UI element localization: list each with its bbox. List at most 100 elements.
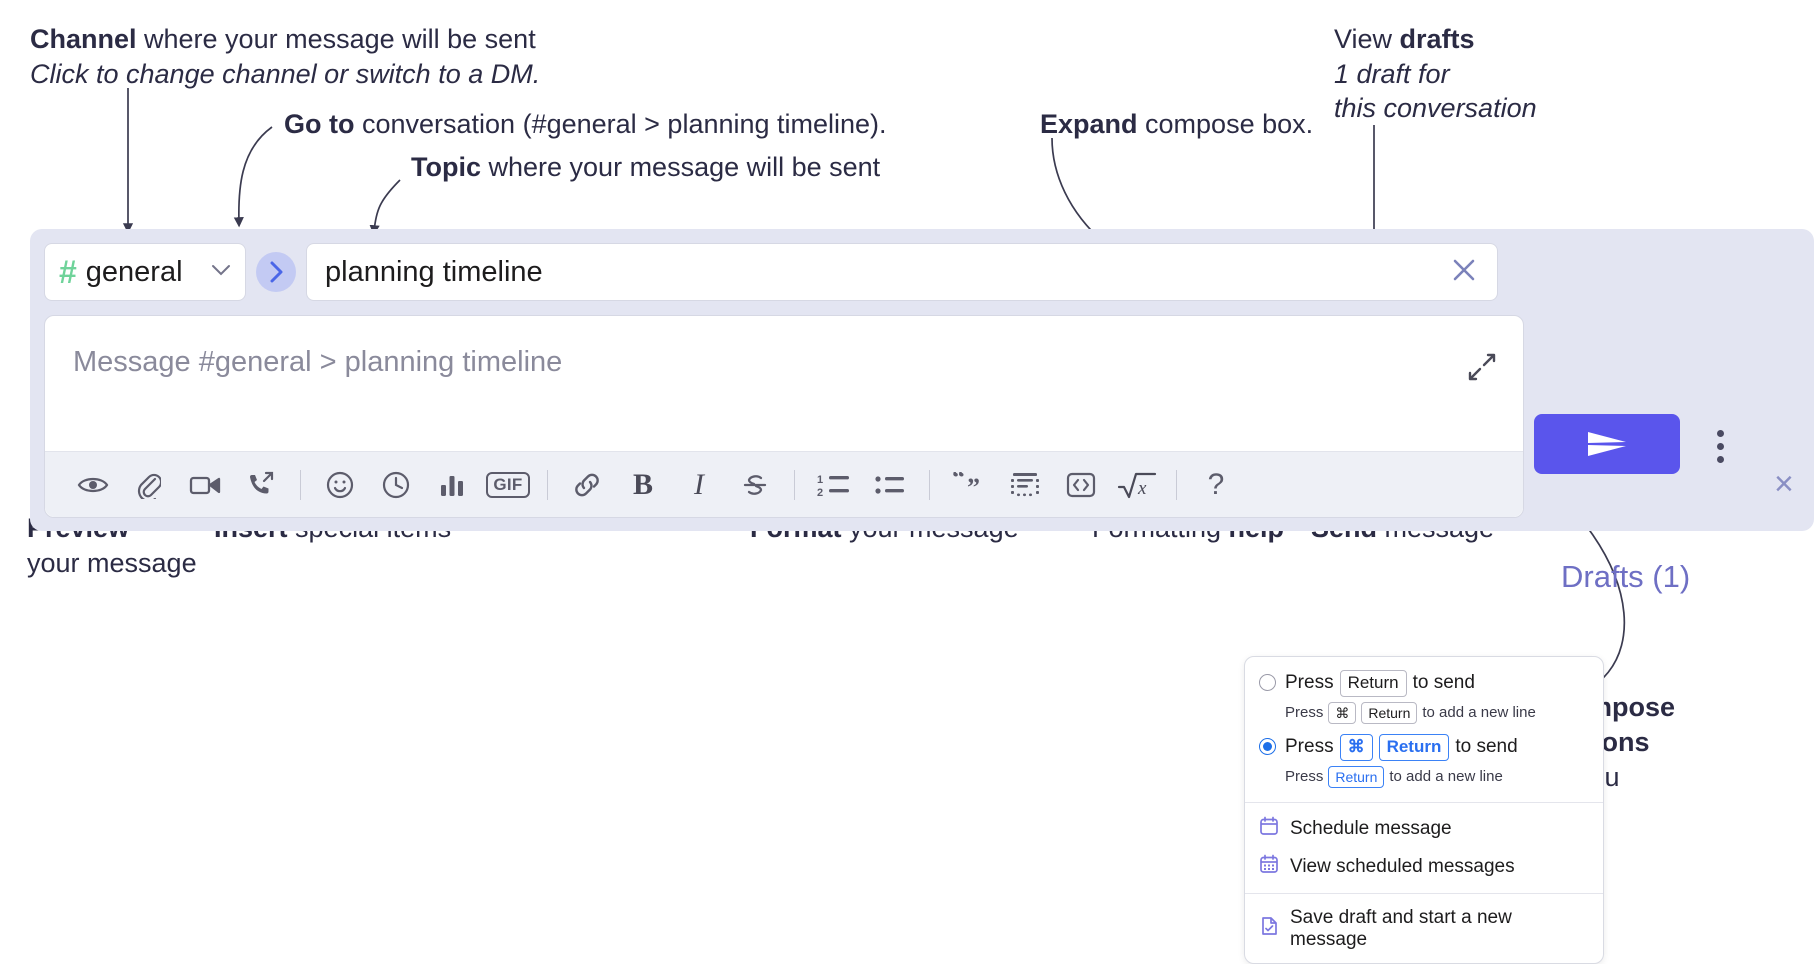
drafts-link[interactable]: Drafts (1): [1561, 559, 1691, 594]
annotation-expand-bold: Expand: [1040, 109, 1138, 139]
menu-option-cmd-return-to-send[interactable]: Press ⌘ Return to send: [1245, 731, 1603, 764]
divider-1: [300, 469, 301, 500]
link-icon[interactable]: [559, 463, 615, 507]
menu-item-label: View scheduled messages: [1290, 855, 1515, 877]
message-placeholder: Message #general > planning timeline: [73, 346, 563, 378]
gif-icon[interactable]: GIF: [480, 463, 536, 507]
italic-icon[interactable]: I: [694, 467, 704, 501]
menu-option-2-line: Press ⌘ Return to send: [1285, 733, 1518, 761]
annotation-preview-rest: your message: [27, 547, 197, 578]
divider-5: [1176, 469, 1177, 500]
chevron-down-icon: [211, 261, 231, 283]
message-input-box[interactable]: Message #general > planning timeline: [44, 315, 1524, 518]
annotation-drafts-sub-1: 1 draft for: [1334, 58, 1450, 89]
preview-icon[interactable]: [65, 463, 121, 507]
ordered-list-icon[interactable]: 1 2: [806, 463, 862, 507]
annotation-channel-rest: where your message will be sent: [136, 24, 536, 54]
option-2-sub-post: to add a new line: [1389, 768, 1503, 786]
menu-item-schedule-message[interactable]: Schedule message: [1245, 810, 1603, 848]
save-draft-icon: [1259, 916, 1279, 942]
annotation-topic-rest: where your message will be sent: [481, 152, 881, 182]
annotation-topic-bold: Topic: [411, 152, 481, 182]
compose-inner: # general planning timeline Message #gen…: [44, 243, 1524, 518]
option-2-pre: Press: [1285, 736, 1334, 758]
svg-text:1: 1: [817, 474, 823, 486]
attachment-icon[interactable]: [121, 463, 177, 507]
menu-option-return-to-send[interactable]: Press Return to send: [1245, 667, 1603, 700]
divider-4: [929, 469, 930, 500]
menu-option-2-sub: Press Return to add a new line: [1245, 764, 1603, 795]
menu-option-1-line: Press Return to send: [1285, 670, 1475, 697]
close-icon[interactable]: [1449, 255, 1479, 290]
option-1-sub-post: to add a new line: [1422, 704, 1536, 722]
annotation-goto: Go to conversation (#general > planning …: [284, 107, 887, 142]
annotation-goto-rest: conversation (#general > planning timeli…: [354, 109, 887, 139]
option-1-post: to send: [1412, 672, 1475, 694]
topic-value: planning timeline: [325, 255, 543, 288]
call-icon[interactable]: [233, 463, 289, 507]
panel-close-icon[interactable]: ×: [1774, 465, 1794, 503]
svg-text:”: ”: [967, 473, 980, 498]
menu-item-label: Schedule message: [1290, 817, 1452, 839]
emoji-icon[interactable]: [312, 463, 368, 507]
option-1-sub-pre: Press: [1285, 704, 1324, 722]
math-icon[interactable]: x: [1109, 463, 1165, 507]
send-button[interactable]: [1534, 414, 1680, 474]
topic-input[interactable]: planning timeline: [306, 243, 1498, 301]
annotation-drafts-sub-2: this conversation: [1334, 93, 1537, 124]
help-icon[interactable]: ?: [1207, 467, 1225, 501]
menu-option-1-sub: Press ⌘ Return to add a new line: [1245, 700, 1603, 731]
code-block-icon[interactable]: [997, 463, 1053, 507]
goto-conversation-button[interactable]: [256, 252, 296, 292]
key-return: Return: [1339, 670, 1407, 697]
compose-panel: × Drafts (1) # general planning timeline: [30, 229, 1814, 594]
key-return-2: Return: [1378, 733, 1450, 761]
menu-item-save-draft[interactable]: Save draft and start a new message: [1245, 901, 1603, 963]
divider-3: [794, 469, 795, 500]
svg-text:x: x: [1137, 478, 1147, 499]
channel-selector[interactable]: # general: [44, 243, 246, 301]
compose-options-button[interactable]: [1705, 425, 1735, 467]
svg-text:2: 2: [817, 487, 823, 498]
strikethrough-icon[interactable]: [727, 463, 783, 507]
divider-2: [547, 469, 548, 500]
compose-header-row: # general planning timeline: [44, 243, 1498, 301]
video-icon[interactable]: [177, 463, 233, 507]
kebab-dot-3: [1716, 455, 1724, 463]
svg-text:“: “: [952, 472, 965, 492]
annotation-channel: Channel where your message will be sent …: [30, 22, 540, 91]
menu-divider-1: [1245, 801, 1603, 803]
inline-code-icon[interactable]: [1053, 463, 1109, 507]
poll-icon[interactable]: [424, 463, 480, 507]
hash-icon: #: [59, 254, 77, 290]
annotation-drafts: View drafts 1 draft for this conversatio…: [1334, 22, 1537, 126]
gif-label: GIF: [486, 471, 530, 498]
blockquote-icon[interactable]: “ ”: [941, 463, 997, 507]
formatting-toolbar: GIF B I: [45, 451, 1523, 517]
annotation-channel-bold: Channel: [30, 24, 137, 54]
annotation-drafts-pre: View: [1334, 24, 1400, 54]
key-return-sub-2: Return: [1328, 765, 1385, 788]
annotation-topic: Topic where your message will be sent: [411, 150, 880, 185]
menu-divider-2: [1245, 892, 1603, 894]
menu-item-label: Save draft and start a new message: [1290, 906, 1512, 950]
key-command-2: ⌘: [1339, 733, 1373, 761]
annotation-expand-rest: compose box.: [1137, 109, 1314, 139]
radio-icon-selected[interactable]: [1259, 737, 1276, 755]
key-return-sub: Return: [1361, 701, 1418, 724]
kebab-dot-2: [1716, 442, 1724, 450]
annotation-channel-sub: Click to change channel or switch to a D…: [30, 58, 541, 89]
menu-item-view-scheduled-messages[interactable]: View scheduled messages: [1245, 848, 1603, 886]
option-1-pre: Press: [1285, 672, 1334, 694]
key-command: ⌘: [1328, 701, 1357, 724]
calendar-icon: [1259, 816, 1279, 842]
radio-icon-unselected[interactable]: [1259, 674, 1276, 691]
expand-icon[interactable]: [1467, 352, 1497, 382]
schedule-icon[interactable]: [368, 463, 424, 507]
compose-options-menu: Press Return to send Press ⌘ Return to a…: [1244, 656, 1604, 964]
kebab-dot-1: [1716, 429, 1724, 437]
bold-icon[interactable]: B: [632, 467, 653, 501]
bulleted-list-icon[interactable]: [862, 463, 918, 507]
annotation-expand: Expand compose box.: [1040, 107, 1313, 142]
option-2-sub-pre: Press: [1285, 768, 1324, 786]
